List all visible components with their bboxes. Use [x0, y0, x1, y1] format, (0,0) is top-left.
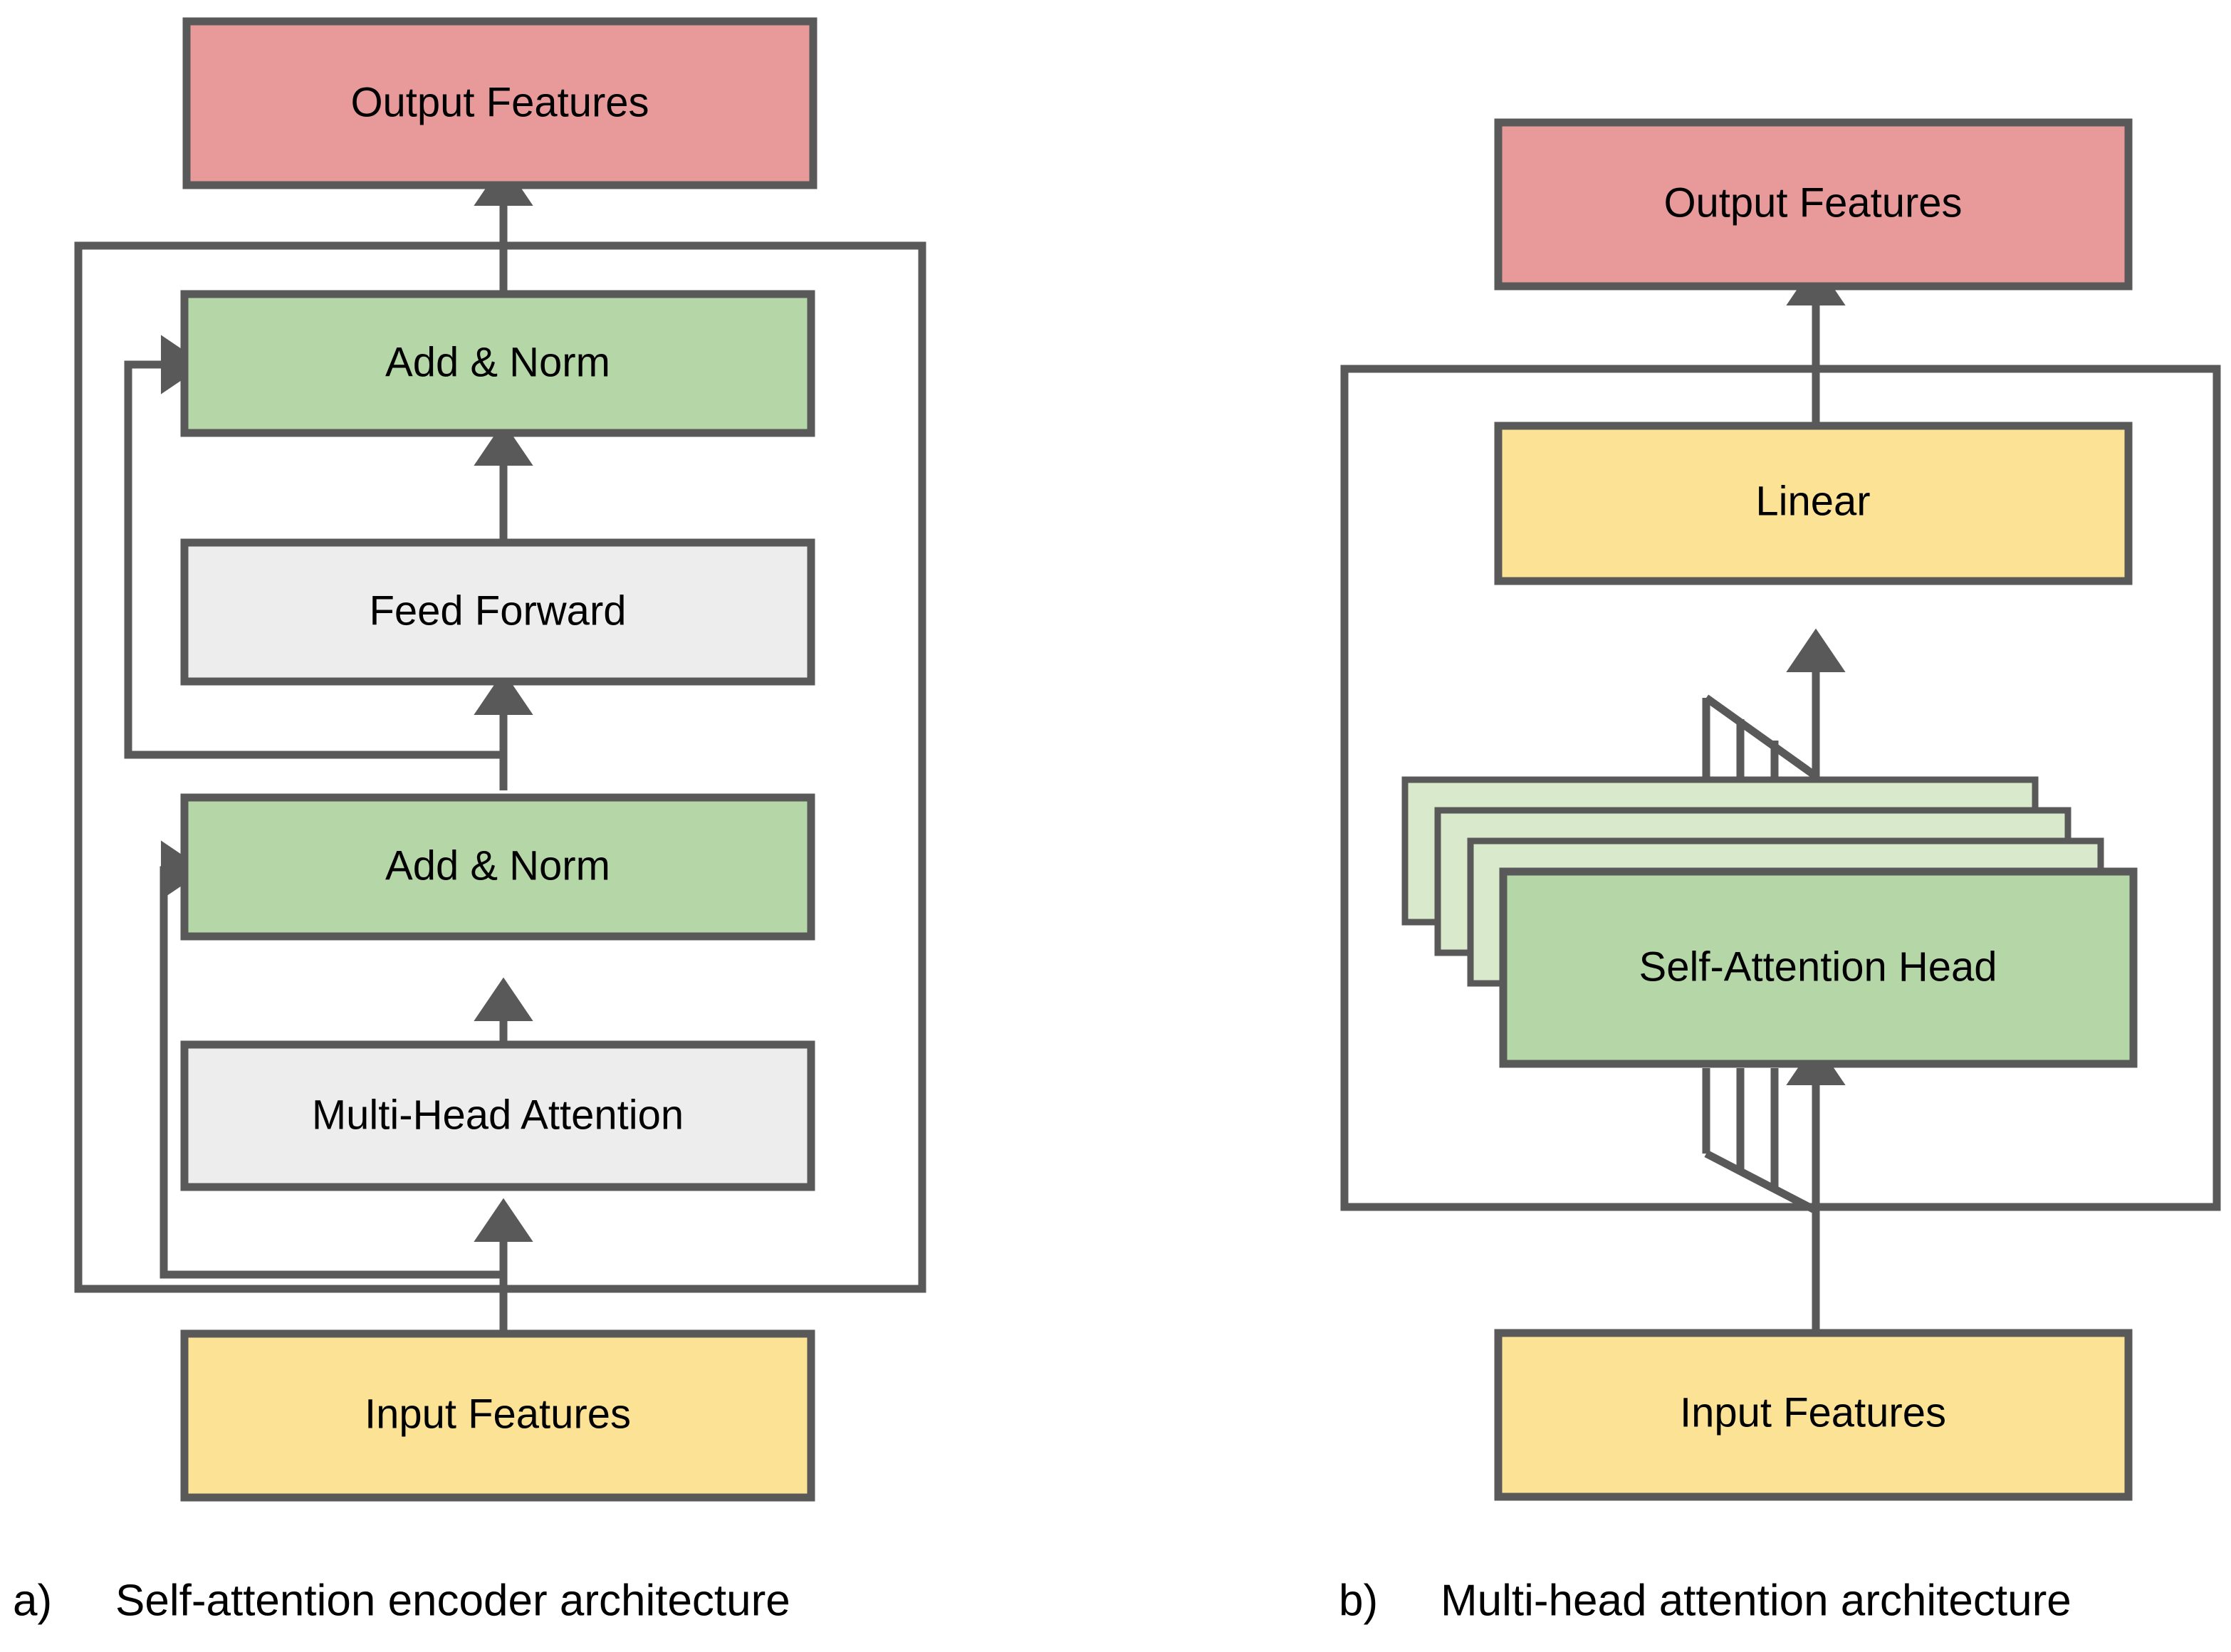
block-feed-forward[interactable]: Feed Forward: [180, 538, 815, 686]
self-attention-head-box[interactable]: [1499, 867, 2138, 1068]
output-features-label: Output Features: [1663, 179, 1962, 226]
block-output-features-a[interactable]: Output Features: [182, 17, 817, 189]
residual-skip-upper: [124, 335, 503, 759]
block-multi-head-attention[interactable]: Multi-Head Attention: [180, 1040, 815, 1191]
fan-out-diagonal: [1703, 694, 1819, 780]
fan-in-diagonal: [1704, 1150, 1818, 1214]
caption-a-text: Self-attention encoder architecture: [115, 1576, 790, 1625]
feed-forward-box[interactable]: [180, 538, 815, 686]
feed-forward-label: Feed Forward: [369, 587, 626, 634]
block-input-features-b[interactable]: Input Features: [1494, 1329, 2133, 1501]
input-features-label: Input Features: [365, 1391, 631, 1437]
block-input-features-a[interactable]: Input Features: [180, 1329, 815, 1502]
panel-a-connections: [74, 162, 926, 1332]
input-features-box[interactable]: [1494, 1329, 2133, 1501]
output-features-box[interactable]: [1494, 118, 2133, 291]
caption-b-text: Multi-head attention architecture: [1441, 1576, 2071, 1625]
multi-head-attention-label: Multi-Head Attention: [312, 1092, 684, 1138]
self-attention-head-stack[interactable]: Self-Attention Head: [1401, 776, 2138, 1068]
input-features-box[interactable]: [180, 1329, 815, 1502]
panel-a: Output Features Add & Norm Feed Forward …: [13, 17, 926, 1625]
self-attention-head-label: Self-Attention Head: [1639, 943, 1997, 990]
output-features-label: Output Features: [350, 79, 649, 125]
block-add-norm-top[interactable]: Add & Norm: [180, 290, 815, 437]
block-linear[interactable]: Linear: [1494, 422, 2133, 585]
output-features-box[interactable]: [182, 17, 817, 189]
add-norm-bottom-label: Add & Norm: [385, 842, 610, 889]
caption-b-letter: b): [1339, 1576, 1378, 1625]
caption-a-letter: a): [13, 1576, 52, 1625]
panel-b: Output Features Linear Self-Attention He…: [1339, 118, 2221, 1625]
add-norm-bottom-box[interactable]: [180, 793, 815, 941]
multi-head-attention-box[interactable]: [180, 1040, 815, 1191]
block-add-norm-bottom[interactable]: Add & Norm: [180, 793, 815, 941]
linear-label: Linear: [1755, 478, 1870, 524]
add-norm-top-label: Add & Norm: [385, 339, 610, 385]
add-norm-top-box[interactable]: [180, 290, 815, 437]
block-output-features-b[interactable]: Output Features: [1494, 118, 2133, 291]
residual-skip-lower: [160, 840, 503, 1279]
fan-in-bottom: [1702, 1068, 1818, 1214]
multihead-container-outline: [1340, 365, 2221, 1211]
input-features-label: Input Features: [1680, 1389, 1946, 1436]
linear-box[interactable]: [1494, 422, 2133, 585]
